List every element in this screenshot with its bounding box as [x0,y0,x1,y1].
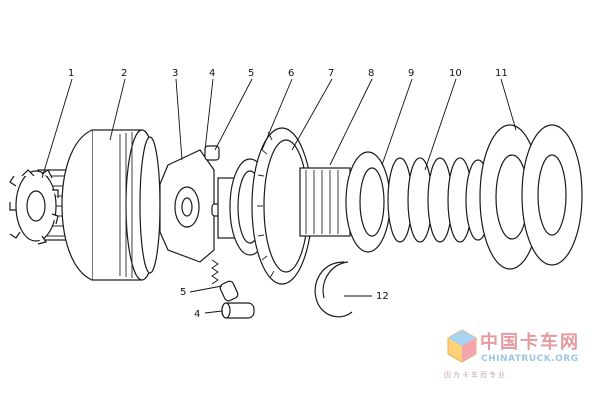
part-9-collar [345,151,391,253]
callout-9: 9 [408,68,414,79]
callout-3: 3 [172,68,178,79]
part-3-roller-cage [159,145,235,263]
callout-labels: 1 2 3 4 5 6 7 8 9 10 11 5 4 12 [68,68,508,320]
part-8-splined-sleeve [299,167,351,237]
part-2-clutch-housing [61,129,161,281]
part-4-roller-small [221,302,255,319]
part-12-snap-ring [314,261,353,318]
watermark: 中国卡车网 CHINATRUCK.ORG 因为卡车而专业 [444,329,580,379]
watermark-logo-icon [447,329,477,363]
watermark-english-text: CHINATRUCK.ORG [481,354,579,364]
callout-6: 6 [288,68,294,79]
callout-1: 1 [68,68,74,79]
leader-lines [41,78,517,314]
part-11-end-washer [479,124,583,270]
callout-2: 2 [121,68,127,79]
callout-5: 5 [248,68,254,79]
callout-4-lower: 4 [194,309,200,320]
part-5-spring-small [211,259,239,302]
callout-11: 11 [495,68,508,79]
callout-7: 7 [328,68,334,79]
callout-5-lower: 5 [180,287,186,298]
callout-10: 10 [449,68,462,79]
callout-12: 12 [376,291,389,302]
part-7-flange-ring [251,127,313,285]
part-10-coil-spring [387,157,491,243]
callout-8: 8 [368,68,374,79]
watermark-chinese-text: 中国卡车网 [480,331,580,353]
callout-4: 4 [209,68,215,79]
watermark-tagline: 因为卡车而专业 [444,370,507,379]
